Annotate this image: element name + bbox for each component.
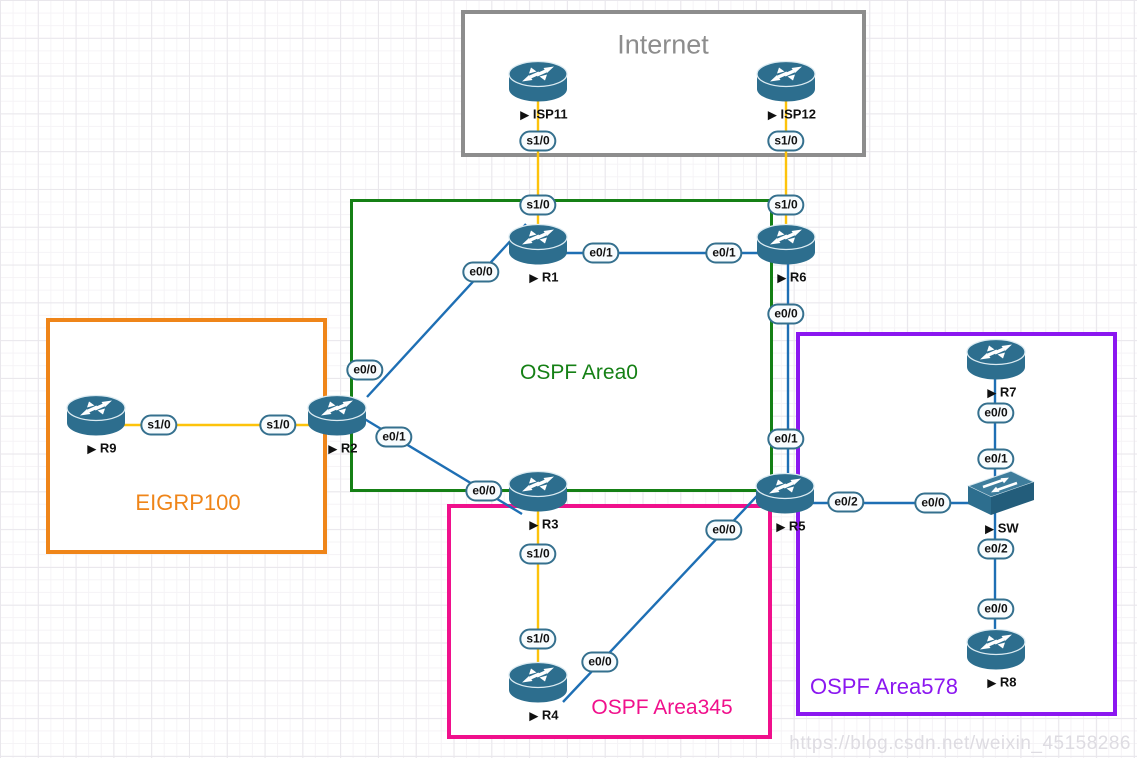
node-r8[interactable] — [964, 627, 1028, 673]
watermark: https://blog.csdn.net/weixin_45158286 — [789, 733, 1131, 754]
node-r1[interactable] — [506, 222, 570, 268]
node-name: R8 — [999, 674, 1017, 690]
node-r2[interactable] — [305, 393, 369, 439]
node-r7[interactable] — [964, 337, 1028, 383]
node-label-r4: ▶R4 — [529, 708, 558, 723]
interface-badge-r4-e0-0: e0/0 — [581, 651, 619, 673]
node-marker-icon: ▶ — [768, 109, 777, 122]
node-marker-icon: ▶ — [985, 523, 994, 536]
zone-label-internet: Internet — [617, 29, 709, 60]
interface-badge-r7-e0-0: e0/0 — [977, 402, 1015, 424]
node-name: ISP11 — [532, 106, 568, 122]
interface-badge-r5-e0-1: e0/1 — [767, 428, 805, 450]
node-isp12[interactable] — [754, 59, 818, 105]
router-icon — [755, 472, 815, 514]
node-marker-icon: ▶ — [529, 272, 538, 285]
node-name: R3 — [541, 516, 559, 532]
node-label-r6: ▶R6 — [777, 270, 806, 285]
node-r9[interactable] — [64, 393, 128, 439]
node-r5[interactable] — [753, 471, 817, 517]
node-label-r1: ▶R1 — [529, 270, 558, 285]
zone-ospf-area578[interactable] — [796, 332, 1117, 716]
interface-badge-r5-e0-2: e0/2 — [827, 491, 865, 513]
node-name: R4 — [541, 707, 559, 723]
node-label-isp11: ▶ISP11 — [520, 107, 567, 122]
interface-badge-sw-e0-2: e0/2 — [977, 538, 1015, 560]
router-icon — [307, 394, 367, 436]
node-name: R5 — [788, 518, 806, 534]
interface-badge-r6-e0-1: e0/1 — [705, 242, 743, 264]
router-icon — [966, 628, 1026, 670]
node-marker-icon: ▶ — [987, 387, 996, 400]
node-label-r7: ▶R7 — [987, 385, 1016, 400]
router-icon — [756, 60, 816, 102]
node-label-r2: ▶R2 — [328, 441, 357, 456]
node-name: R7 — [999, 384, 1017, 400]
interface-badge-r1-s1-0: s1/0 — [519, 194, 557, 216]
interface-badge-r8-e0-0: e0/0 — [977, 598, 1015, 620]
node-isp11[interactable] — [506, 59, 570, 105]
node-name: R9 — [99, 440, 117, 456]
node-name: R6 — [789, 269, 807, 285]
router-icon — [756, 223, 816, 265]
interface-badge-r1-e0-1: e0/1 — [582, 242, 620, 264]
zone-eigrp100[interactable] — [46, 318, 327, 554]
interface-badge-r2-e0-1: e0/1 — [375, 426, 413, 448]
link-r1-r2[interactable] — [366, 223, 527, 398]
interface-badge-sw-e0-1: e0/1 — [977, 448, 1015, 470]
node-label-sw: ▶SW — [985, 521, 1018, 536]
node-marker-icon: ▶ — [777, 272, 786, 285]
interface-badge-sw-e0-0: e0/0 — [914, 492, 952, 514]
zone-label-ospf-area578: OSPF Area578 — [810, 674, 958, 699]
node-marker-icon: ▶ — [87, 443, 96, 456]
router-icon — [508, 223, 568, 265]
zone-label-ospf-area345: OSPF Area345 — [591, 696, 733, 719]
interface-badge-r2-s1-0: s1/0 — [259, 414, 297, 436]
interface-badge-r6-s1-0: s1/0 — [767, 194, 805, 216]
router-icon — [508, 470, 568, 512]
node-name: SW — [997, 520, 1019, 536]
router-icon — [508, 60, 568, 102]
interface-badge-r2-e0-0: e0/0 — [346, 359, 384, 381]
interface-badge-isp12-s1-0: s1/0 — [767, 130, 805, 152]
interface-badge-isp11-s1-0: s1/0 — [519, 130, 557, 152]
interface-badge-r4-s1-0: s1/0 — [519, 628, 557, 650]
interface-badge-r1-e0-0: e0/0 — [462, 261, 500, 283]
node-label-isp12: ▶ISP12 — [768, 107, 816, 122]
interface-badge-r3-e0-0: e0/0 — [465, 480, 503, 502]
node-r3[interactable] — [506, 469, 570, 515]
router-icon — [508, 661, 568, 703]
interface-badge-r3-s1-0: s1/0 — [519, 543, 557, 565]
zone-ospf-area345[interactable] — [447, 504, 772, 739]
node-marker-icon: ▶ — [776, 521, 785, 534]
node-name: R2 — [340, 440, 358, 456]
node-marker-icon: ▶ — [328, 443, 337, 456]
zone-label-eigrp100: EIGRP100 — [135, 490, 241, 515]
node-name: ISP12 — [780, 106, 816, 122]
router-icon — [66, 394, 126, 436]
interface-badge-r5-e0-0: e0/0 — [705, 519, 743, 541]
node-marker-icon: ▶ — [520, 109, 529, 122]
node-label-r3: ▶R3 — [529, 517, 558, 532]
node-name: R1 — [541, 269, 559, 285]
node-marker-icon: ▶ — [987, 677, 996, 690]
node-label-r5: ▶R5 — [776, 519, 805, 534]
node-r6[interactable] — [754, 222, 818, 268]
node-r4[interactable] — [506, 660, 570, 706]
interface-badge-r6-e0-0: e0/0 — [767, 303, 805, 325]
interface-badge-r9-s1-0: s1/0 — [140, 414, 178, 436]
zone-label-ospf-area0: OSPF Area0 — [520, 361, 638, 384]
router-icon — [966, 338, 1026, 380]
node-marker-icon: ▶ — [529, 519, 538, 532]
node-label-r8: ▶R8 — [987, 675, 1016, 690]
node-marker-icon: ▶ — [529, 710, 538, 723]
node-label-r9: ▶R9 — [87, 441, 116, 456]
node-sw[interactable] — [955, 463, 1037, 521]
switch-icon — [966, 470, 1036, 515]
